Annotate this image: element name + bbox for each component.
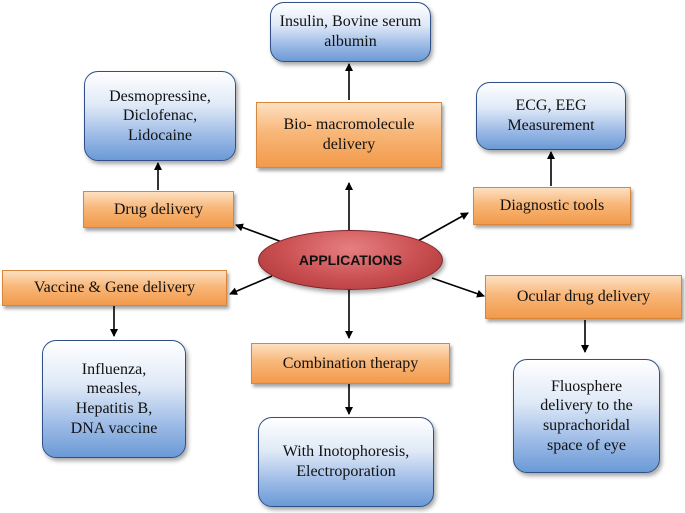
arrow-to-ocular <box>431 277 485 298</box>
category-ocular: Ocular drug delivery <box>485 275 682 319</box>
category-drug-delivery: Drug delivery <box>83 191 234 228</box>
arrow-to-drug-delivery <box>235 223 283 243</box>
category-bio-macromolecule: Bio- macromolecule delivery <box>256 102 442 168</box>
example-diagnostic-tools: ECG, EEG Measurement <box>476 82 626 150</box>
arrow-to-diagnostic-tools <box>415 212 469 243</box>
example-combination: With Inotophoresis, Electroporation <box>258 417 434 507</box>
arrow-to-vaccine-gene <box>229 275 273 295</box>
example-ocular: Fluosphere delivery to the suprachoridal… <box>513 359 660 473</box>
center-applications: APPLICATIONS <box>258 230 443 290</box>
example-vaccine-gene: Influenza, measles, Hepatitis B, DNA vac… <box>42 340 186 458</box>
category-diagnostic-tools: Diagnostic tools <box>473 187 631 225</box>
example-bio-macromolecule: Insulin, Bovine serum albumin <box>270 2 431 62</box>
category-vaccine-gene: Vaccine & Gene delivery <box>2 270 227 306</box>
example-drug-delivery: Desmopressine, Diclofenac, Lidocaine <box>84 71 236 161</box>
category-combination: Combination therapy <box>251 343 450 384</box>
